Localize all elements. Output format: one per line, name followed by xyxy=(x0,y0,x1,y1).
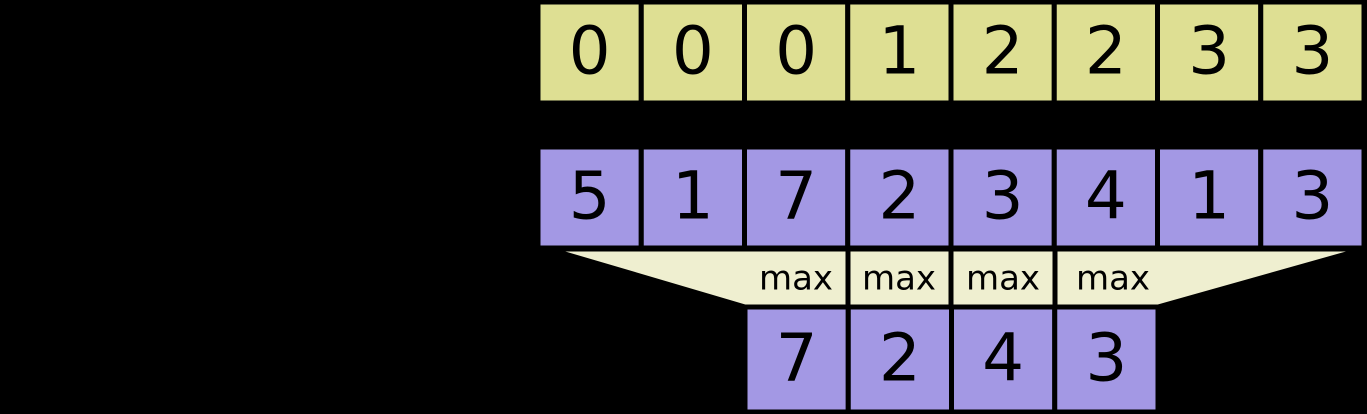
grid-cell xyxy=(742,0,851,106)
max-label: max xyxy=(759,259,833,299)
grid-cell xyxy=(742,304,851,414)
cell-value: 3 xyxy=(1291,158,1333,235)
cell-value: 3 xyxy=(1085,320,1127,397)
max-label: max xyxy=(966,259,1040,299)
cell-value: 2 xyxy=(879,320,921,397)
cell-value: 1 xyxy=(878,13,920,90)
cell-value: 5 xyxy=(569,158,611,235)
grid-cell xyxy=(1258,0,1367,106)
grid-cell xyxy=(1051,144,1160,251)
grid-cell xyxy=(1155,0,1264,106)
max-label: max xyxy=(862,259,936,299)
grid-cell xyxy=(638,0,747,106)
cell-value: 7 xyxy=(775,158,817,235)
grid-cell xyxy=(845,0,954,106)
grid-cell xyxy=(1051,0,1160,106)
cell-value: 3 xyxy=(1188,13,1230,90)
grid-cell xyxy=(948,0,1057,106)
grid-cell xyxy=(1052,304,1161,414)
cell-value: 4 xyxy=(982,320,1024,397)
grid-cell xyxy=(742,144,851,251)
cell-value: 0 xyxy=(569,13,611,90)
grid-cell xyxy=(1258,144,1367,251)
cell-value: 1 xyxy=(672,158,714,235)
cell-value: 2 xyxy=(982,13,1024,90)
grid-cell xyxy=(638,144,747,251)
cell-value: 1 xyxy=(1188,158,1230,235)
grid-cell xyxy=(949,304,1058,414)
grid-cell xyxy=(1155,144,1264,251)
cell-value: 7 xyxy=(776,320,818,397)
cell-value: 0 xyxy=(775,13,817,90)
cell-value: 3 xyxy=(982,158,1024,235)
grid-cell xyxy=(845,304,954,414)
max-label: max xyxy=(1076,259,1150,299)
cell-value: 0 xyxy=(672,13,714,90)
cell-value: 2 xyxy=(878,158,920,235)
cell-value: 2 xyxy=(1085,13,1127,90)
cell-value: 4 xyxy=(1085,158,1127,235)
cell-value: 3 xyxy=(1291,13,1333,90)
grid-cell xyxy=(535,144,644,251)
